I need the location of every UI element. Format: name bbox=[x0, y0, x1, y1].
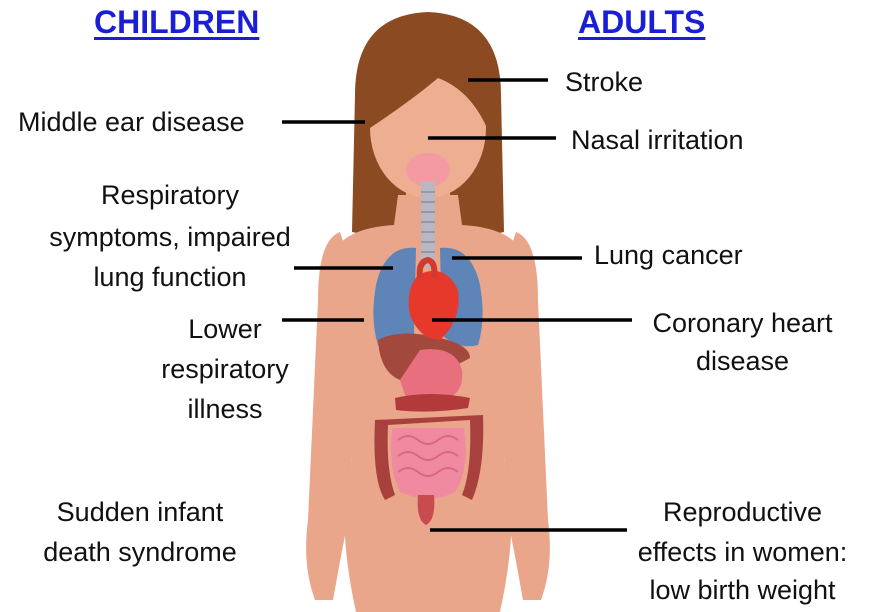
label-sids-line1: Sudden infant bbox=[25, 495, 255, 529]
label-nasal-irritation: Nasal irritation bbox=[571, 123, 744, 157]
label-middle-ear-disease: Middle ear disease bbox=[18, 105, 245, 139]
label-coronary-line1: Coronary heart bbox=[630, 306, 855, 340]
label-lower-respiratory-line3: illness bbox=[135, 392, 315, 426]
label-lower-respiratory-line1: Lower bbox=[135, 312, 315, 346]
adults-header: ADULTS bbox=[578, 4, 705, 41]
label-lower-respiratory-line2: respiratory bbox=[135, 352, 315, 386]
throat bbox=[406, 153, 450, 187]
label-reproductive-line1: Reproductive bbox=[615, 495, 870, 529]
label-stroke: Stroke bbox=[565, 65, 643, 99]
trachea bbox=[421, 182, 435, 267]
label-respiratory-line1: Respiratory bbox=[20, 178, 320, 212]
children-header: CHILDREN bbox=[94, 4, 259, 41]
pancreas bbox=[395, 394, 470, 412]
label-lung-cancer: Lung cancer bbox=[594, 238, 743, 272]
label-respiratory-line2: symptoms, impaired bbox=[20, 220, 320, 254]
label-reproductive-line2: effects in women: bbox=[615, 535, 870, 569]
label-coronary-line2: disease bbox=[630, 344, 855, 378]
label-sids-line2: death syndrome bbox=[25, 535, 255, 569]
label-reproductive-line3: low birth weight bbox=[615, 573, 870, 607]
label-respiratory-line3: lung function bbox=[20, 260, 320, 294]
